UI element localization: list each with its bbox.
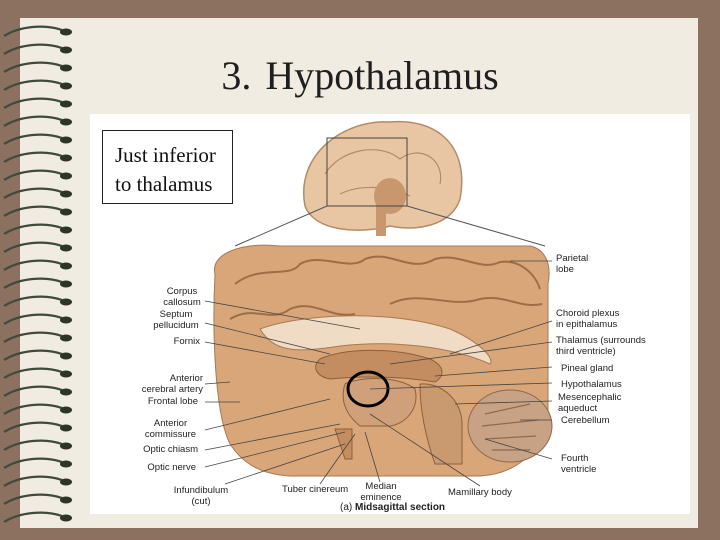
binding-hole xyxy=(60,352,72,360)
label-hypothalamus: Hypothalamus xyxy=(561,379,622,390)
binding-hole xyxy=(60,154,72,162)
label-mamillary-body: Mamillary body xyxy=(448,487,512,498)
caption-tag: (a) xyxy=(340,502,353,513)
label-optic-nerve: Optic nerve xyxy=(147,462,196,473)
binding-hole xyxy=(60,190,72,198)
binding-hole xyxy=(60,442,72,450)
brain-section xyxy=(213,244,553,477)
binding-coil xyxy=(3,493,63,505)
binding-coil xyxy=(3,385,63,397)
slide-number: 3. xyxy=(221,53,252,98)
label-parietal-lobe: Parietal lobe xyxy=(556,253,589,275)
binding-hole xyxy=(60,334,72,342)
binding-hole xyxy=(60,46,72,54)
binding-hole xyxy=(60,262,72,270)
binding-coil xyxy=(3,97,63,109)
binding-hole xyxy=(60,82,72,90)
binding-hole xyxy=(60,316,72,324)
binding-coil xyxy=(3,241,63,253)
label-pineal-gland: Pineal gland xyxy=(561,363,614,374)
binding-coil xyxy=(3,205,63,217)
label-fornix: Fornix xyxy=(173,336,200,347)
binding-hole xyxy=(60,208,72,216)
label-anterior-commissure: Anterior commissure xyxy=(144,418,197,440)
slide-title-text: Hypothalamus xyxy=(265,53,499,98)
binding-coil xyxy=(3,43,63,55)
label-frontal-lobe: Frontal lobe xyxy=(147,396,198,407)
cerebellum-shape xyxy=(467,389,553,463)
binding-hole xyxy=(60,280,72,288)
slide-title: 3. Hypothalamus xyxy=(0,52,720,99)
binding-coil xyxy=(3,457,63,469)
binding-coil xyxy=(3,151,63,163)
binding-hole xyxy=(60,64,72,72)
label-thalamus: Thalamus (surrounds third ventricle) xyxy=(556,335,646,357)
callout-box: Just inferior to thalamus xyxy=(102,130,233,204)
binding-coil xyxy=(3,511,63,523)
binding-coil xyxy=(3,313,63,325)
binding-hole xyxy=(60,424,72,432)
leader-lines xyxy=(204,260,553,487)
label-fourth-ventricle: Fourth ventricle xyxy=(561,453,597,475)
label-choroid-plexus: Choroid plexus in epithalamus xyxy=(556,308,620,330)
label-tuber-cinereum: Tuber cinereum xyxy=(282,484,349,495)
caption-text: Midsagittal section xyxy=(355,502,446,513)
binding-coil xyxy=(3,25,63,37)
binding-coil xyxy=(3,295,63,307)
binding-hole xyxy=(60,244,72,252)
binding-coil xyxy=(3,403,63,415)
brain-illustration xyxy=(204,120,553,487)
binding-hole xyxy=(60,298,72,306)
binding-hole xyxy=(60,514,72,522)
brain-thumbnail xyxy=(302,120,463,236)
binding-coil xyxy=(3,367,63,379)
label-mesencephalic-aqueduct: Mesencephalic aqueduct xyxy=(558,392,622,414)
hypothalamus-highlight xyxy=(346,370,390,408)
binding-hole xyxy=(60,496,72,504)
binding-coil xyxy=(3,439,63,451)
label-infundibulum: Infundibulum (cut) xyxy=(173,485,229,507)
binding-coil xyxy=(3,79,63,91)
binding-coil xyxy=(3,349,63,361)
binding-coil xyxy=(3,475,63,487)
binding-hole xyxy=(60,100,72,108)
binding-coil xyxy=(3,61,63,73)
label-optic-chiasm: Optic chiasm xyxy=(143,444,198,455)
label-corpus-callosum: Corpus callosum xyxy=(163,286,201,308)
binding-coil xyxy=(3,421,63,433)
binding-coil xyxy=(3,133,63,145)
label-septum-pellucidum: Septum pellucidum xyxy=(153,309,199,331)
binding-hole xyxy=(60,226,72,234)
binding-hole xyxy=(60,388,72,396)
binding-coil xyxy=(3,259,63,271)
binding-hole xyxy=(60,172,72,180)
label-median-eminence: Median eminence xyxy=(360,481,402,503)
spiral-binding xyxy=(3,25,72,523)
binding-hole xyxy=(60,136,72,144)
thumbnail-zoom-box xyxy=(326,137,408,207)
binding-coil xyxy=(3,277,63,289)
binding-coil xyxy=(3,169,63,181)
binding-coil xyxy=(3,187,63,199)
binding-hole xyxy=(60,28,72,36)
binding-hole xyxy=(60,460,72,468)
binding-coil xyxy=(3,115,63,127)
figure-caption: (a) Midsagittal section xyxy=(340,502,445,513)
binding-hole xyxy=(60,370,72,378)
binding-coil xyxy=(3,331,63,343)
label-cerebellum: Cerebellum xyxy=(561,415,610,426)
label-anterior-cerebral-artery: Anterior cerebral artery xyxy=(141,373,203,395)
binding-hole xyxy=(60,118,72,126)
binding-hole xyxy=(60,478,72,486)
binding-hole xyxy=(60,406,72,414)
binding-coil xyxy=(3,223,63,235)
